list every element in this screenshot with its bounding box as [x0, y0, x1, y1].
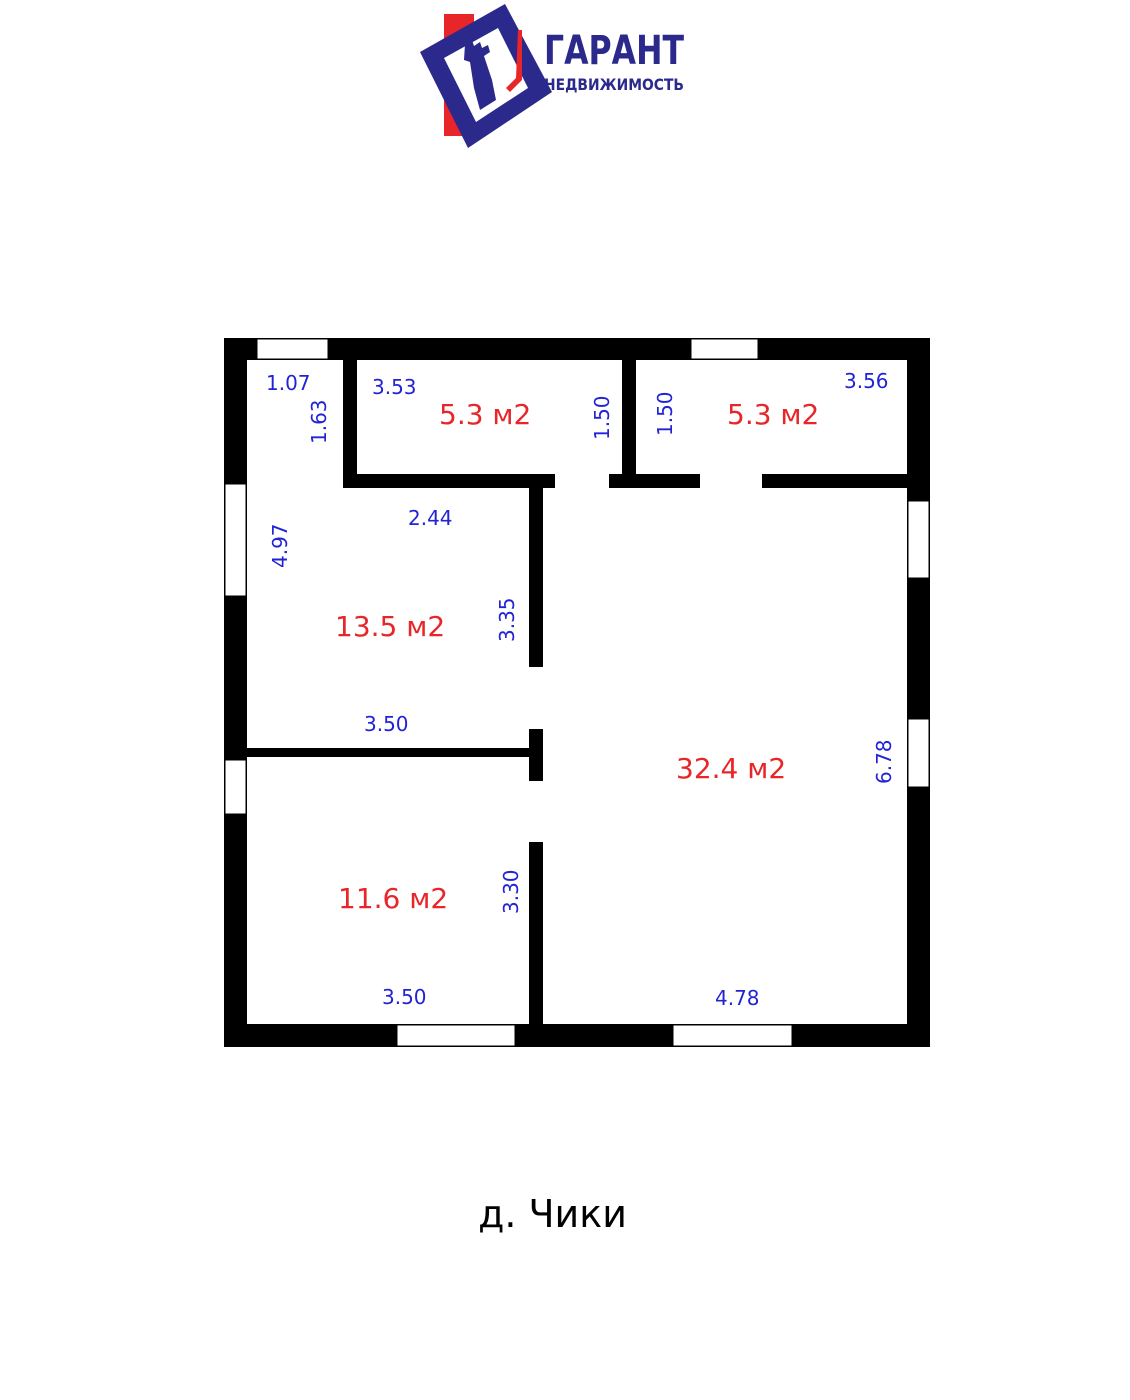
corridor-area-label: 5.3 м2 — [439, 398, 531, 431]
living-room-side-dimension: 6.78 — [872, 739, 896, 784]
corridor-length-dimension: 3.53 — [372, 375, 417, 399]
outer-wall-right — [907, 338, 930, 1047]
wall-stub-between — [609, 474, 700, 488]
bathroom-length-dimension: 3.56 — [844, 369, 889, 393]
window-left-lower — [224, 759, 247, 815]
wall-bedroom2-right — [529, 842, 543, 1024]
bedroom1-inner-dimension: 3.35 — [495, 597, 519, 642]
window-bottom-left — [396, 1024, 516, 1047]
outer-wall-bottom — [224, 1024, 930, 1047]
corridor-width-dimension: 1.50 — [590, 395, 614, 440]
bathroom-area-label: 5.3 м2 — [727, 398, 819, 431]
window-top-right — [690, 338, 759, 360]
bedroom1-side-dimension: 4.97 — [268, 523, 292, 568]
niche-side-dimension: 1.63 — [307, 399, 331, 444]
rook-icon — [464, 40, 496, 110]
wall-divider-post — [529, 729, 543, 781]
wall-bathroom-bottom — [762, 474, 907, 488]
garant-logo: ГАРАНТ НЕДВИЖИМОСТЬ — [420, 4, 685, 148]
bedroom1-area-label: 13.5 м2 — [335, 610, 445, 643]
niche-top-dimension: 1.07 — [266, 371, 311, 395]
wall-niche-right — [343, 360, 357, 488]
wall-bedroom1-right — [529, 488, 543, 667]
wall-corridor-bottom — [343, 474, 555, 488]
bedroom2-side-dimension: 3.30 — [499, 869, 523, 914]
bedroom1-bottom-dimension: 3.50 — [364, 712, 409, 736]
bedroom2-area-label: 11.6 м2 — [338, 882, 448, 915]
outer-wall-top — [224, 338, 930, 360]
bedroom1-top-dimension: 2.44 — [408, 506, 453, 530]
outer-wall-left — [224, 338, 247, 1047]
window-bottom-right — [672, 1024, 793, 1047]
bedroom2-bottom-dimension: 3.50 — [382, 985, 427, 1009]
wall-corridor-right — [622, 360, 636, 488]
window-right-upper — [907, 500, 930, 579]
living-room-bottom-dimension: 4.78 — [715, 986, 760, 1010]
living-room-area-label: 32.4 м2 — [676, 752, 786, 785]
location-caption: д. Чики — [478, 1192, 627, 1236]
window-left-upper — [224, 483, 247, 597]
window-top-left — [256, 338, 329, 360]
key-icon — [506, 30, 522, 92]
logo-tagline-text: НЕДВИЖИМОСТЬ — [544, 75, 684, 94]
window-right-lower — [907, 718, 930, 788]
wall-bedrooms-divider — [247, 748, 530, 757]
logo-brand-text: ГАРАНТ — [544, 28, 685, 74]
bathroom-width-dimension: 1.50 — [653, 391, 677, 436]
